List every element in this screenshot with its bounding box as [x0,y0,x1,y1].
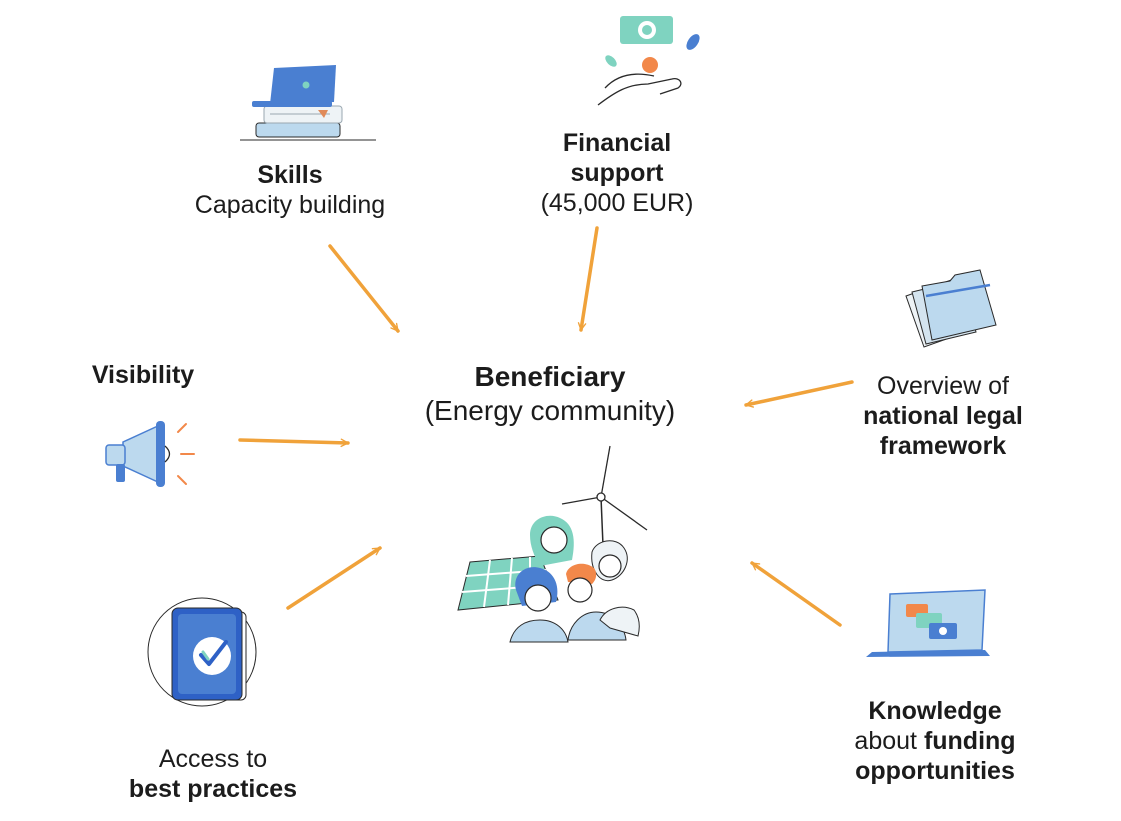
node-best-practices: Access to best practices [103,744,323,804]
visibility-title: Visibility [91,361,195,389]
node-funding: Knowledge about funding opportunities [825,696,1045,786]
legal-line2: national legal [863,402,1023,430]
arrow-financial [577,226,599,332]
funding-line2-normal: about [854,727,924,755]
center-title: Beneficiary [474,361,626,392]
funding-line2: about funding [825,726,1045,756]
megaphone-icon [105,421,195,487]
arrow-skills [328,244,400,333]
best-practices-line1: Access to [158,745,268,773]
funding-line2-bold: funding [923,727,1016,755]
financial-subtitle: (45,000 EUR) [540,189,694,217]
node-skills: Skills Capacity building [160,160,420,220]
skills-subtitle: Capacity building [194,191,386,219]
financial-title-line2: support [570,159,664,187]
arrow-legal [744,380,854,408]
money-hand-icon [597,16,700,106]
best-practices-line2: best practices [128,775,298,803]
center-subtitle: (Energy community) [424,395,676,426]
node-visibility: Visibility [68,360,218,390]
laptop-books-icon [240,65,376,141]
center-label: Beneficiary (Energy community) [380,360,720,428]
arrow-visibility [238,438,350,448]
skills-title: Skills [257,161,323,189]
arrows [238,226,854,627]
folder-icon [905,269,997,348]
arrow-funding [750,561,842,627]
legal-line1: Overview of [877,372,1009,400]
community-illustration [457,445,648,643]
arrow-best-practices [286,546,382,610]
laptop-money-icon [866,589,990,657]
checklist-book-icon [147,597,257,707]
funding-line3: opportunities [855,757,1015,785]
funding-line1: Knowledge [868,697,1002,725]
financial-title-line1: Financial [562,129,672,157]
node-financial: Financial support (45,000 EUR) [517,128,717,218]
node-legal: Overview of national legal framework [843,371,1043,461]
legal-line3: framework [879,432,1007,460]
